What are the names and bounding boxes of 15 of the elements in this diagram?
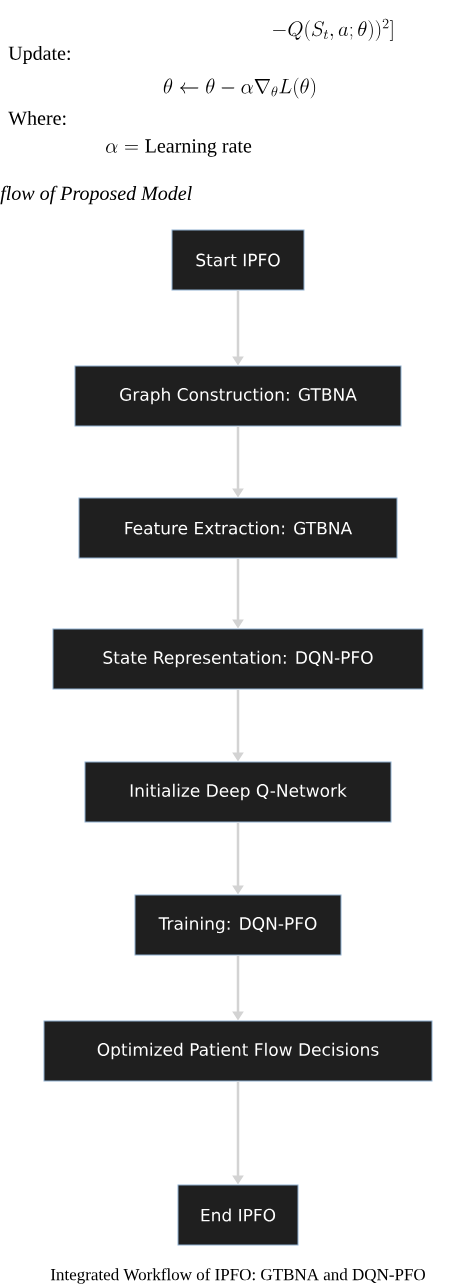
process-box: End IPFO xyxy=(177,1184,299,1246)
process-box: Graph Construction: GTBNA xyxy=(74,365,402,427)
section-heading: flow of Proposed Model xyxy=(0,185,192,205)
process-box: Optimized Patient Flow Decisions xyxy=(43,1020,433,1082)
formula: $\theta \leftarrow \theta - \alpha \nabla_{\theta} L(\theta)$ xyxy=(163,77,316,99)
process-box: Training: DQN-PFO xyxy=(134,894,342,956)
text-label: Where: xyxy=(8,110,66,126)
text-label: Update: xyxy=(8,45,70,65)
process-box: State Representation: DQN-PFO xyxy=(52,628,424,690)
caption: Integrated Workflow of IPFO: GTBNA and DQN-PFO xyxy=(50,1268,425,1284)
process-box: Feature Extraction: GTBNA xyxy=(78,497,398,559)
formula: $- Q(S_{t}, a; \theta))^{2}]$ xyxy=(273,18,393,41)
process-box: Initialize Deep Q-Network xyxy=(84,761,392,823)
process-box: Start IPFO xyxy=(171,229,305,291)
formula: $\alpha = \mathrm{Learning\ rate}$ xyxy=(106,139,252,157)
